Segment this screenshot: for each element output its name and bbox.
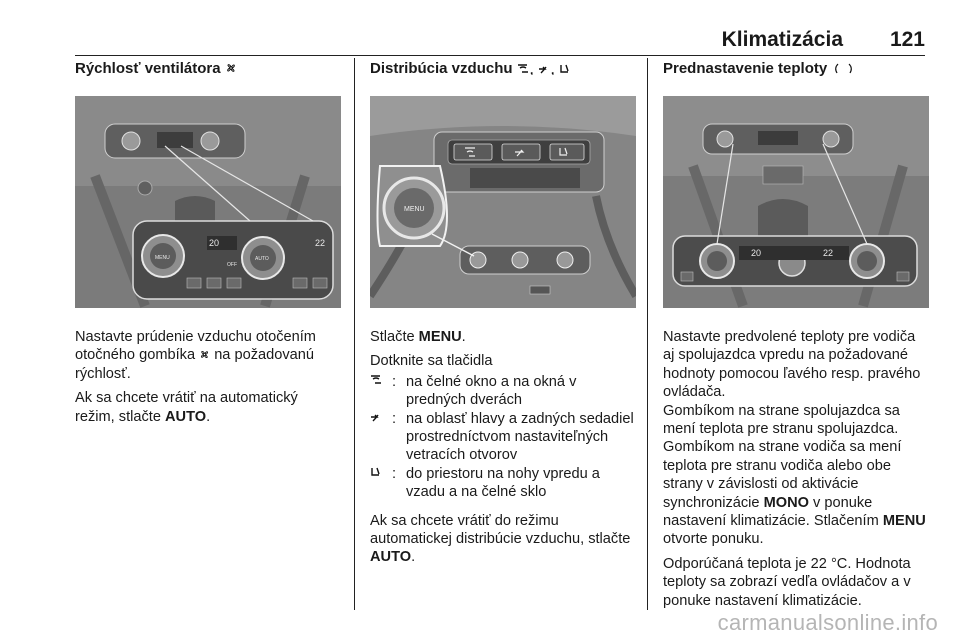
- display-temp-left: 20: [751, 248, 761, 258]
- section-title: Rýchlosť ventilátora: [75, 58, 341, 82]
- air-distribution-list: : na čelné okno a na okná v predných dve…: [370, 373, 636, 502]
- chapter-title: Klimatizácia: [721, 28, 843, 51]
- svg-text:,: ,: [530, 63, 533, 75]
- page-header: Klimatizácia 121: [75, 22, 925, 56]
- page-number: 121: [889, 28, 925, 51]
- paragraph: Ak sa chcete vrátiť do režimu automatick…: [370, 512, 631, 566]
- section-air-distribution: Distribúcia vzduchu , ,: [370, 58, 636, 573]
- display-off: OFF: [227, 262, 237, 268]
- list-item: : do priestoru na nohy vpredu a vzadu a …: [370, 465, 636, 502]
- paragraph: Stlačte MENU.: [370, 329, 466, 345]
- section-temperature: Prednastavenie teploty 20 22: [663, 58, 929, 616]
- paragraph: Gombíkom na strane vodiča sa mení teplot…: [663, 439, 926, 548]
- paragraph: Odporúčaná teplota je 22 °C. Hodnota tep…: [663, 555, 911, 609]
- column-divider: [354, 58, 355, 610]
- windscreen-air-icon: [371, 375, 381, 384]
- head-air-icon: [371, 414, 379, 422]
- display-temp-right: 22: [823, 248, 833, 258]
- paragraph: Nastavte prúdenie vzduchu otočením otočn…: [75, 329, 316, 382]
- section-fan-speed: Rýchlosť ventilátora 20 22 O: [75, 58, 341, 432]
- list-item: : na čelné okno a na okná v predných dve…: [370, 373, 636, 410]
- menu-knob-label: MENU: [404, 206, 425, 213]
- fan-speed-knob-photo: 20 22 OFF MENU AUTO: [75, 96, 341, 308]
- svg-text:,: ,: [551, 63, 554, 75]
- list-item: : na oblasť hlavy a zadných sedadiel pro…: [370, 410, 636, 465]
- air-distribution-menu-photo: MENU: [370, 96, 636, 308]
- air-distribution-icons: , ,: [517, 63, 569, 77]
- display-temp-left: 20: [209, 238, 219, 248]
- header-rule: [75, 55, 925, 56]
- section-title: Prednastavenie teploty: [663, 58, 929, 82]
- paragraph: Gombíkom na strane spolujazdca sa mení t…: [663, 402, 900, 438]
- temperature-knob-icon: [835, 63, 853, 74]
- watermark: carmanualsonline.info: [717, 610, 938, 635]
- paragraph: Nastavte predvolené teploty pre vodiča a…: [663, 329, 921, 401]
- column-divider: [647, 58, 648, 610]
- fan-icon: [201, 351, 209, 359]
- menu-knob-label: MENU: [155, 255, 170, 261]
- fan-icon: [226, 64, 235, 72]
- auto-knob-label: AUTO: [255, 256, 269, 262]
- section-title: Distribúcia vzduchu , ,: [370, 58, 636, 82]
- paragraph: Ak sa chcete vrátiť na automatický režim…: [75, 390, 298, 425]
- display-temp-right: 22: [315, 238, 325, 248]
- temperature-knobs-photo: 20 22: [663, 96, 929, 308]
- paragraph: Dotknite sa tlačidla: [370, 353, 493, 370]
- footwell-air-icon: [371, 467, 380, 476]
